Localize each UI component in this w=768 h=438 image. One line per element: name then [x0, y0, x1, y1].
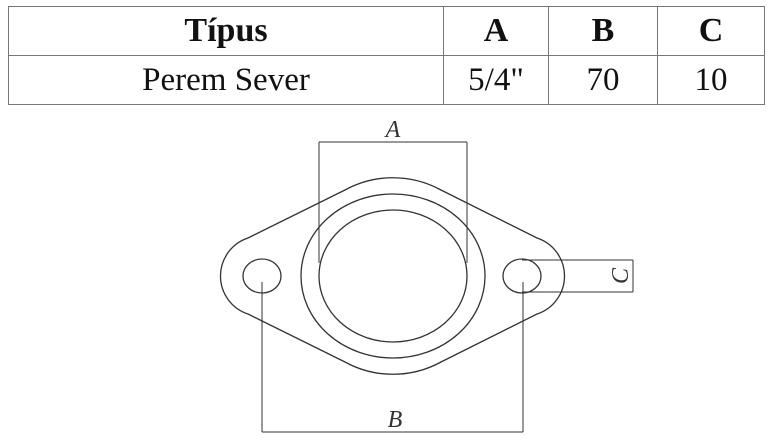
dimension-b: [261, 282, 524, 433]
dimension-c: [522, 259, 634, 293]
cell-b: 70: [548, 55, 658, 105]
cell-type: Perem Sever: [8, 55, 444, 105]
label-b: B: [388, 407, 403, 433]
right-bolt-hole: [502, 258, 542, 294]
flange-outline: [219, 177, 566, 375]
label-a: A: [384, 117, 401, 143]
inner-bore: [318, 209, 468, 343]
cell-a: 5/4": [443, 55, 549, 105]
header-c: C: [657, 6, 765, 56]
spec-table: Típus A B C Perem Sever 5/4" 70 10: [8, 6, 765, 105]
cell-c: 10: [657, 55, 765, 105]
header-b: B: [548, 6, 658, 56]
table-row: Perem Sever 5/4" 70 10: [8, 55, 765, 105]
dimension-a: [318, 141, 468, 263]
label-c: C: [608, 267, 634, 284]
outer-ring: [300, 193, 486, 359]
header-a: A: [443, 6, 549, 56]
header-type: Típus: [8, 6, 444, 56]
table-header-row: Típus A B C: [8, 6, 765, 56]
